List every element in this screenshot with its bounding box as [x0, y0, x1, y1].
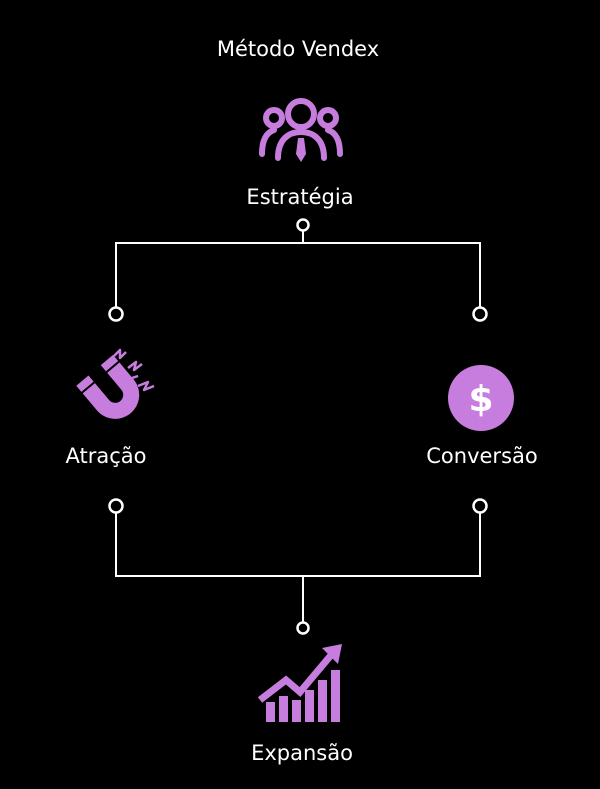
node-dot-attraction-bottom: [108, 498, 124, 514]
bottom-connector: [115, 512, 481, 577]
node-dot-expansion: [296, 621, 310, 635]
people-group-icon: [259, 98, 343, 162]
node-dot-strategy: [296, 218, 310, 232]
magnet-icon: [76, 348, 155, 419]
node-dot-attraction-top: [108, 306, 124, 322]
node-label-strategy: Estratégia: [246, 185, 354, 209]
svg-text:$: $: [468, 379, 493, 420]
node-label-conversion: Conversão: [426, 444, 538, 468]
node-dot-conversion-top: [472, 306, 488, 322]
top-connector: [115, 242, 481, 307]
node-label-attraction: Atração: [65, 444, 147, 468]
dollar-coin-icon: $: [448, 365, 514, 431]
growth-chart-icon: [258, 644, 342, 722]
diagram-title: Método Vendex: [216, 37, 380, 61]
node-label-expansion: Expansão: [251, 741, 353, 765]
node-dot-conversion-bottom: [472, 498, 488, 514]
